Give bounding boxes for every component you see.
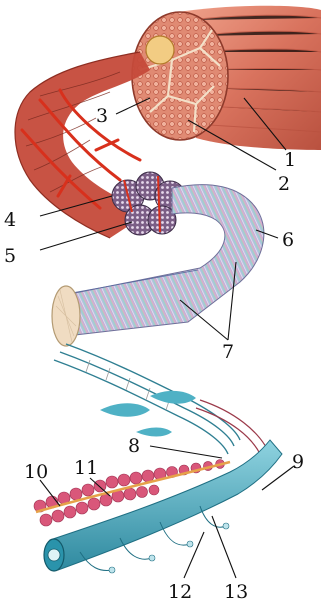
myofibril (34, 344, 282, 573)
tendon-core (146, 36, 174, 64)
label-11: 11 (74, 457, 98, 479)
label-8: 8 (128, 435, 140, 457)
label-3: 3 (96, 105, 108, 127)
label-10: 10 (24, 461, 48, 483)
label-6: 6 (282, 229, 294, 251)
whole-muscle (132, 6, 321, 150)
spindle-a (100, 403, 150, 417)
label-1: 1 (284, 149, 296, 171)
label-9: 9 (292, 451, 304, 473)
label-7: 7 (222, 341, 234, 363)
label-13: 13 (224, 581, 248, 600)
spindle-b (150, 391, 196, 404)
label-4: 4 (4, 209, 16, 231)
label-2: 2 (278, 173, 290, 195)
spindle-c (136, 428, 172, 437)
label-12: 12 (168, 581, 192, 600)
label-5: 5 (4, 245, 16, 267)
muscle-cross-section (132, 12, 228, 140)
